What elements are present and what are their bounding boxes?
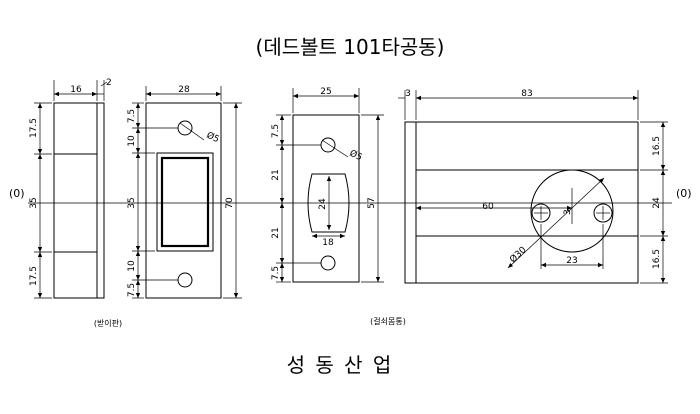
centerline-right-label: (0) [676, 187, 692, 200]
company-name: 성 동 산 업 [287, 353, 394, 377]
drawing-title: (데드볼트 101타공동) [256, 35, 445, 59]
dim-screw-spacing: 23 [566, 256, 577, 266]
dim-faceplate-upper-gap: 10 [127, 135, 137, 147]
dim-faceplate-height: 70 [225, 197, 235, 209]
dim-strike-bottom: 17.5 [29, 266, 39, 286]
dim-faceplate-bottom-offset: 7.5 [127, 283, 137, 297]
dim-bolt-bottom-offset: 7.5 [271, 266, 281, 280]
dim-bolt-upper: 21 [271, 169, 281, 180]
dim-body-length: 83 [521, 89, 532, 99]
strike-caption: (받이판) [94, 318, 122, 328]
strike-faceplate-view: 28 Ø5 7.5 10 35 10 7.5 70 [127, 85, 242, 299]
dim-bolt-hole: Ø5 [348, 148, 364, 163]
dim-strike-plate-thickness: 2 [106, 78, 112, 88]
center-line: (0) (0) [9, 187, 692, 204]
dim-bolt-face-height: 57 [367, 197, 377, 208]
lock-caption: (걸쇠몸통) [370, 317, 406, 326]
dim-faceplate-top-offset: 7.5 [127, 109, 137, 123]
dim-backset: 60 [482, 202, 494, 212]
dim-strike-width: 16 [70, 85, 82, 95]
dim-faceplate-slot: 35 [127, 197, 137, 208]
dim-bolt-top-offset: 7.5 [271, 124, 281, 138]
dim-faceplate-width: 28 [178, 85, 190, 95]
dim-hub-diameter: Ø30 [508, 244, 529, 265]
dim-faceplate-lower-gap: 10 [127, 260, 137, 272]
dim-body-plate-thickness: 3 [405, 89, 411, 99]
dim-body-top: 16.5 [652, 136, 662, 156]
dim-body-bottom: 16.5 [652, 249, 662, 269]
centerline-left-label: (0) [9, 187, 25, 200]
bolt-faceplate-view: 25 Ø5 7.5 21 21 7.5 24 18 57 (걸쇠몸통) [271, 87, 406, 326]
strike-side-view: 16 2 17.5 35 17.5 (받이판) [29, 78, 122, 328]
dim-bolt-lower: 21 [271, 227, 281, 238]
dim-body-mid: 24 [652, 197, 662, 209]
dim-bolt-window-width: 18 [322, 238, 334, 248]
dim-bolt-window-height: 24 [318, 198, 328, 210]
dim-faceplate-hole: Ø5 [205, 130, 221, 145]
dim-bolt-face-width: 25 [320, 87, 331, 97]
dim-strike-top: 17.5 [29, 118, 39, 138]
lock-body-side-view: 3 83 60 3 Ø30 23 16.5 24 16.5 [398, 89, 668, 284]
dim-strike-mid: 35 [29, 197, 39, 208]
